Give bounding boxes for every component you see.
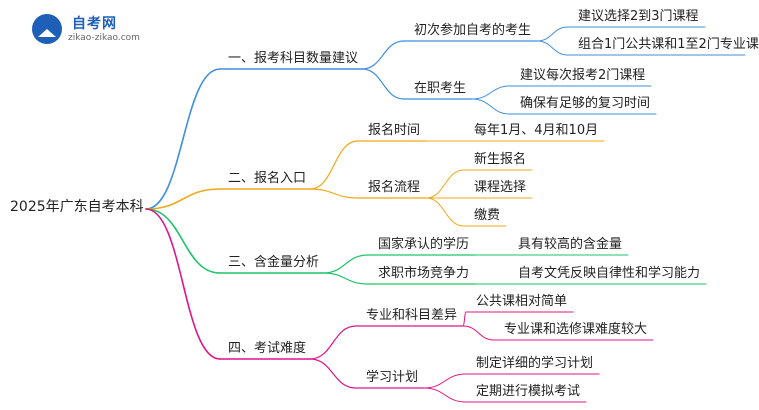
connector-branch-4-topic-2 — [309, 358, 357, 389]
connector-branch-1-topic-2 — [361, 68, 405, 100]
branch-4: 四、考试难度 — [228, 341, 307, 356]
branch-1-topic-2: 在职考生 — [414, 81, 467, 96]
branch-1-topic-2-leaf-1: 建议每次报考2门课程 — [520, 68, 646, 83]
logo-name: 自考网 — [72, 16, 117, 32]
site-logo[interactable]: 自考网 zikao-zikao.com — [32, 6, 152, 50]
connector-branch-4-topic-1 — [309, 325, 357, 360]
branch-2-topic-1-leaf-1: 每年1月、4月和10月 — [474, 123, 599, 138]
branch-2-topic-2-leaf-1: 新生报名 — [474, 152, 527, 167]
branch-3-topic-2: 求职市场竞争力 — [378, 266, 470, 281]
branch-1-topic-1-leaf-2: 组合1门公共课和1至2门专业课 — [578, 37, 759, 52]
connector-root-branch-4 — [145, 208, 221, 360]
branch-4-topic-1-leaf-1: 公共课相对简单 — [476, 294, 568, 309]
connector-leaf-1-1-1 — [536, 26, 569, 42]
connector-leaf-1-1-2 — [536, 40, 569, 56]
branch-1-topic-1-leaf-1: 建议选择2到3门课程 — [578, 9, 699, 24]
branch-4-topic-1: 专业和科目差异 — [366, 308, 458, 323]
branch-2-topic-2-leaf-3: 缴费 — [474, 208, 501, 223]
connector-root-branch-3 — [145, 208, 221, 274]
branch-1: 一、报考科目数量建议 — [228, 51, 359, 66]
mindmap-root: 2025年广东自考本科 — [10, 199, 144, 215]
connector-root-branch-1 — [145, 68, 221, 210]
branch-2: 二、报名入口 — [228, 171, 307, 186]
logo-domain: zikao-zikao.com — [68, 33, 140, 43]
connector-branch-3-topic-2 — [322, 272, 369, 285]
branch-3-topic-1-leaf-1: 具有较高的含金量 — [518, 237, 623, 252]
connector-leaf-1-2-1 — [471, 85, 511, 100]
connector-leaf-1-2-2 — [471, 98, 511, 115]
connector-branch-3-topic-1 — [322, 254, 369, 274]
branch-3: 三、含金量分析 — [228, 255, 320, 270]
branch-4-topic-1-leaf-2: 专业课和选修课难度较大 — [504, 322, 648, 337]
branch-3-topic-2-leaf-1: 自考文凭反映自律性和学习能力 — [518, 266, 701, 281]
connector-leaf-4-2-2 — [423, 387, 467, 403]
branch-4-topic-2-leaf-2: 定期进行模拟考试 — [476, 384, 581, 399]
branch-2-topic-2: 报名流程 — [368, 180, 421, 195]
connector-leaf-2-2-3 — [425, 197, 465, 227]
graduation-cap-icon — [32, 14, 62, 44]
branch-2-topic-1: 报名时间 — [368, 123, 421, 138]
connector-branch-2-topic-1 — [309, 140, 359, 190]
connector-branch-1-topic-1 — [361, 40, 405, 70]
connector-leaf-4-1-1 — [462, 311, 467, 327]
connector-branch-2-topic-2 — [309, 188, 359, 199]
connector-root-branch-2 — [145, 188, 221, 210]
branch-1-topic-2-leaf-2: 确保有足够的复习时间 — [520, 96, 651, 111]
branch-4-topic-2-leaf-1: 制定详细的学习计划 — [476, 356, 594, 371]
connector-leaf-2-2-1 — [425, 169, 465, 199]
branch-1-topic-1: 初次参加自考的考生 — [414, 23, 532, 38]
branch-3-topic-1: 国家承认的学历 — [378, 237, 470, 252]
branch-4-topic-2: 学习计划 — [366, 370, 419, 385]
branch-2-topic-2-leaf-2: 课程选择 — [474, 180, 527, 195]
connector-leaf-4-1-2 — [462, 325, 495, 341]
connector-leaf-4-2-1 — [423, 373, 467, 389]
